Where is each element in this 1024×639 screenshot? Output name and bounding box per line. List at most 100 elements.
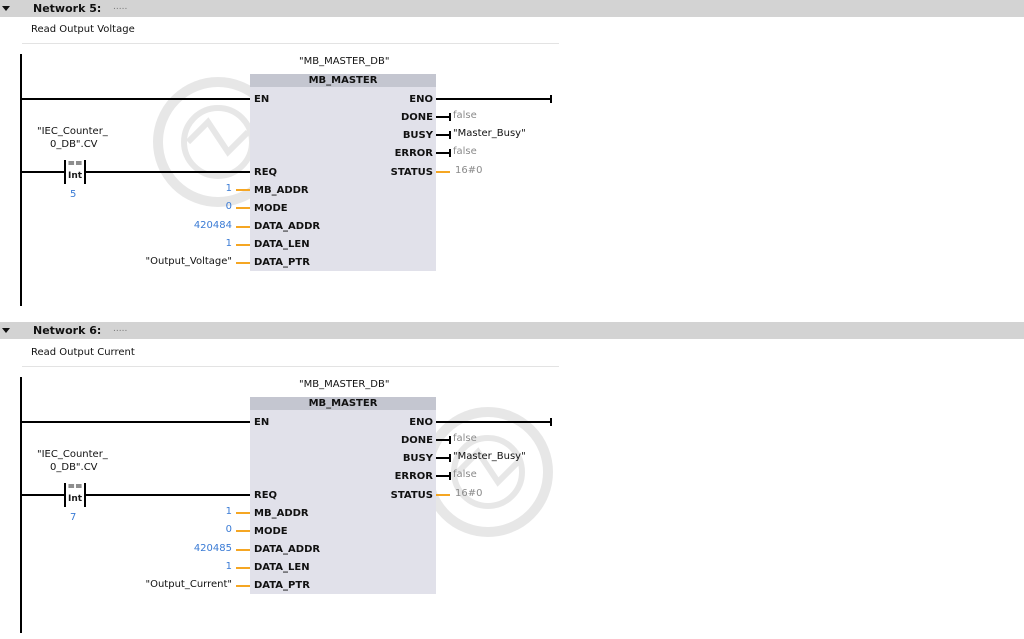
busy-wire [436,134,450,136]
compare-operand-line1[interactable]: "IEC_Counter_ [37,449,108,460]
pin-status[interactable]: STATUS [390,490,433,501]
busy-value[interactable]: "Master_Busy" [453,128,526,139]
status-value[interactable]: 16#0 [455,488,483,499]
block-title: MB_MASTER [250,397,436,410]
status-wire [436,171,450,173]
done-wire [436,116,450,118]
pin-data-addr[interactable]: DATA_ADDR [254,544,321,555]
mb-master-block[interactable]: MB_MASTER EN REQ MB_ADDR MODE DATA_ADDR … [250,397,436,594]
network-comment[interactable]: ..... [113,324,128,334]
req-wire-left [22,494,64,496]
network-comment[interactable]: ..... [113,2,128,12]
compare-contact[interactable]: == Int [64,159,86,184]
pin-en[interactable]: EN [254,417,270,428]
mode-wire [236,530,250,532]
network-title: Network 5: [33,2,102,15]
divider [22,366,559,367]
pin-done[interactable]: DONE [400,435,433,446]
data-len-wire [236,244,250,246]
pin-data-ptr[interactable]: DATA_PTR [254,580,310,591]
pin-req[interactable]: REQ [254,167,278,178]
pin-done[interactable]: DONE [400,112,433,123]
req-wire-right [86,171,250,173]
en-wire [22,421,250,423]
divider [22,43,559,44]
pin-status[interactable]: STATUS [390,167,433,178]
mb-master-block[interactable]: MB_MASTER EN REQ MB_ADDR MODE DATA_ADDR … [250,74,436,271]
compare-operator: == [67,482,83,492]
pin-req[interactable]: REQ [254,490,278,501]
mode-value[interactable]: 0 [225,524,232,535]
left-power-rail [20,54,22,306]
pin-error[interactable]: ERROR [394,471,433,482]
pin-en[interactable]: EN [254,94,270,105]
mb-addr-value[interactable]: 1 [225,183,232,194]
network-description[interactable]: Read Output Current [31,347,135,358]
eno-wire [436,421,551,423]
network-title: Network 6: [33,324,102,337]
done-value[interactable]: false [453,110,477,121]
req-wire-right [86,494,250,496]
done-end [449,113,451,121]
eno-end [550,95,552,103]
done-wire [436,439,450,441]
pin-busy[interactable]: BUSY [402,130,433,141]
network-header[interactable]: Network 5: ..... [0,0,1024,17]
pin-data-len[interactable]: DATA_LEN [254,562,310,573]
done-end [449,436,451,444]
compare-operand-line2[interactable]: 0_DB".CV [50,139,98,150]
status-wire [436,494,450,496]
status-value[interactable]: 16#0 [455,165,483,176]
instance-db-label[interactable]: "MB_MASTER_DB" [299,56,390,67]
pin-mode[interactable]: MODE [254,203,288,214]
data-addr-wire [236,226,250,228]
busy-wire [436,457,450,459]
mb-addr-wire [236,512,250,514]
error-wire [436,475,450,477]
pin-mb-addr[interactable]: MB_ADDR [254,508,309,519]
compare-operand-line2[interactable]: 0_DB".CV [50,462,98,473]
pin-eno[interactable]: ENO [409,417,433,428]
data-addr-value[interactable]: 420485 [193,543,232,554]
busy-end [449,131,451,139]
en-wire [22,98,250,100]
mode-value[interactable]: 0 [225,201,232,212]
collapse-triangle-icon[interactable] [2,328,10,333]
compare-type: Int [67,171,83,181]
pin-data-ptr[interactable]: DATA_PTR [254,257,310,268]
pin-busy[interactable]: BUSY [402,453,433,464]
mode-wire [236,207,250,209]
data-ptr-wire [236,262,250,264]
pin-data-addr[interactable]: DATA_ADDR [254,221,321,232]
busy-value[interactable]: "Master_Busy" [453,451,526,462]
pin-error[interactable]: ERROR [394,148,433,159]
data-len-wire [236,567,250,569]
pin-data-len[interactable]: DATA_LEN [254,239,310,250]
network-header[interactable]: Network 6: ..... [0,322,1024,339]
network-6: Network 6: ..... Read Output Current "IE… [0,322,1024,639]
compare-value[interactable]: 7 [70,512,77,523]
error-value[interactable]: false [453,146,477,157]
data-ptr-value[interactable]: "Output_Voltage" [145,256,232,267]
pin-eno[interactable]: ENO [409,94,433,105]
data-len-value[interactable]: 1 [225,561,232,572]
mb-addr-wire [236,189,250,191]
collapse-triangle-icon[interactable] [2,6,10,11]
pin-mode[interactable]: MODE [254,526,288,537]
eno-wire [436,98,551,100]
data-addr-wire [236,549,250,551]
instance-db-label[interactable]: "MB_MASTER_DB" [299,379,390,390]
data-ptr-value[interactable]: "Output_Current" [145,579,233,590]
req-wire-left [22,171,64,173]
compare-contact[interactable]: == Int [64,482,86,507]
data-addr-value[interactable]: 420484 [193,220,232,231]
compare-operand-line1[interactable]: "IEC_Counter_ [37,126,108,137]
done-value[interactable]: false [453,433,477,444]
error-value[interactable]: false [453,469,477,480]
network-description[interactable]: Read Output Voltage [31,24,135,35]
mb-addr-value[interactable]: 1 [225,506,232,517]
pin-mb-addr[interactable]: MB_ADDR [254,185,309,196]
block-title: MB_MASTER [250,74,436,87]
compare-value[interactable]: 5 [70,189,77,200]
data-len-value[interactable]: 1 [225,238,232,249]
